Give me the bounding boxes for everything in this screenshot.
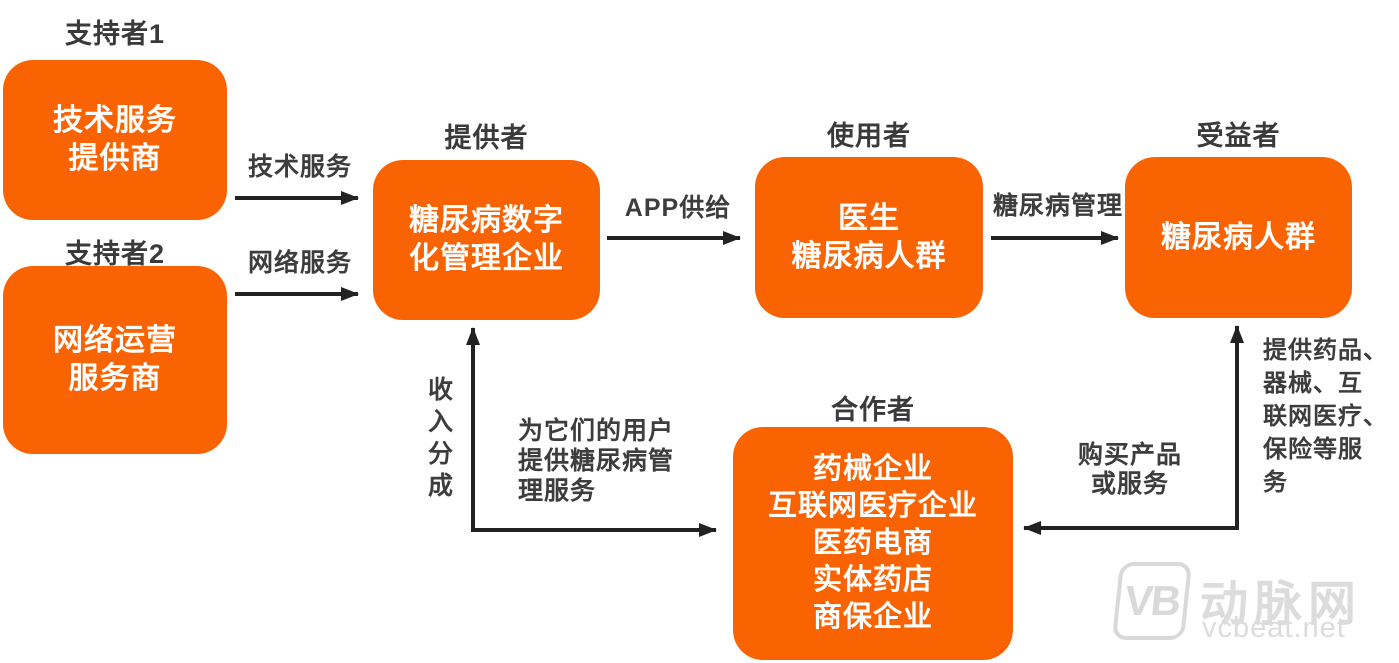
partner-role-label: 合作者 <box>831 395 915 425</box>
revenue-share-edge-label: 收 入 分 成 <box>427 376 454 500</box>
supporter2-role-label: 支持者2 <box>64 239 166 269</box>
supporter1-box: 技术服务 提供商 <box>3 60 227 220</box>
network-service-edge-label: 网络服务 <box>247 249 352 277</box>
vcbeat-logo-glyph: VB <box>1122 577 1182 624</box>
app-supply-edge-label: APP供给 <box>624 194 732 222</box>
provide-management-edge-label: 为它们的用户 提供糖尿病管 理服务 <box>518 417 675 505</box>
supporter2-box: 网络运营 服务商 <box>3 266 227 454</box>
beneficiary-box: 糖尿病人群 <box>1125 157 1352 318</box>
supporter1-role-label: 支持者1 <box>64 19 166 49</box>
tech-service-edge-label: 技术服务 <box>247 153 352 181</box>
provider-box: 糖尿病数字 化管理企业 <box>373 160 600 320</box>
beneficiary-role-label: 受益者 <box>1196 121 1281 151</box>
provide-products-edge-label: 提供药品、 器械、互 联网医疗、 保险等服 务 <box>1263 337 1388 496</box>
watermark-brand-name: 动脉网 <box>1200 578 1363 631</box>
purchase-edge-label: 购买产品 或服务 <box>1077 441 1182 498</box>
provider-role-label: 提供者 <box>444 123 529 153</box>
user-role-label: 使用者 <box>827 121 911 151</box>
partner-box: 药械企业 互联网医疗企业 医药电商 实体药店 商保企业 <box>733 427 1013 660</box>
diabetes-management-edge-label: 糖尿病管理 <box>992 192 1123 220</box>
vcbeat-logo-icon: VB <box>1111 562 1193 640</box>
user-box: 医生 糖尿病人群 <box>755 157 983 318</box>
watermark-site-url: vcbeat.net <box>1202 612 1346 644</box>
